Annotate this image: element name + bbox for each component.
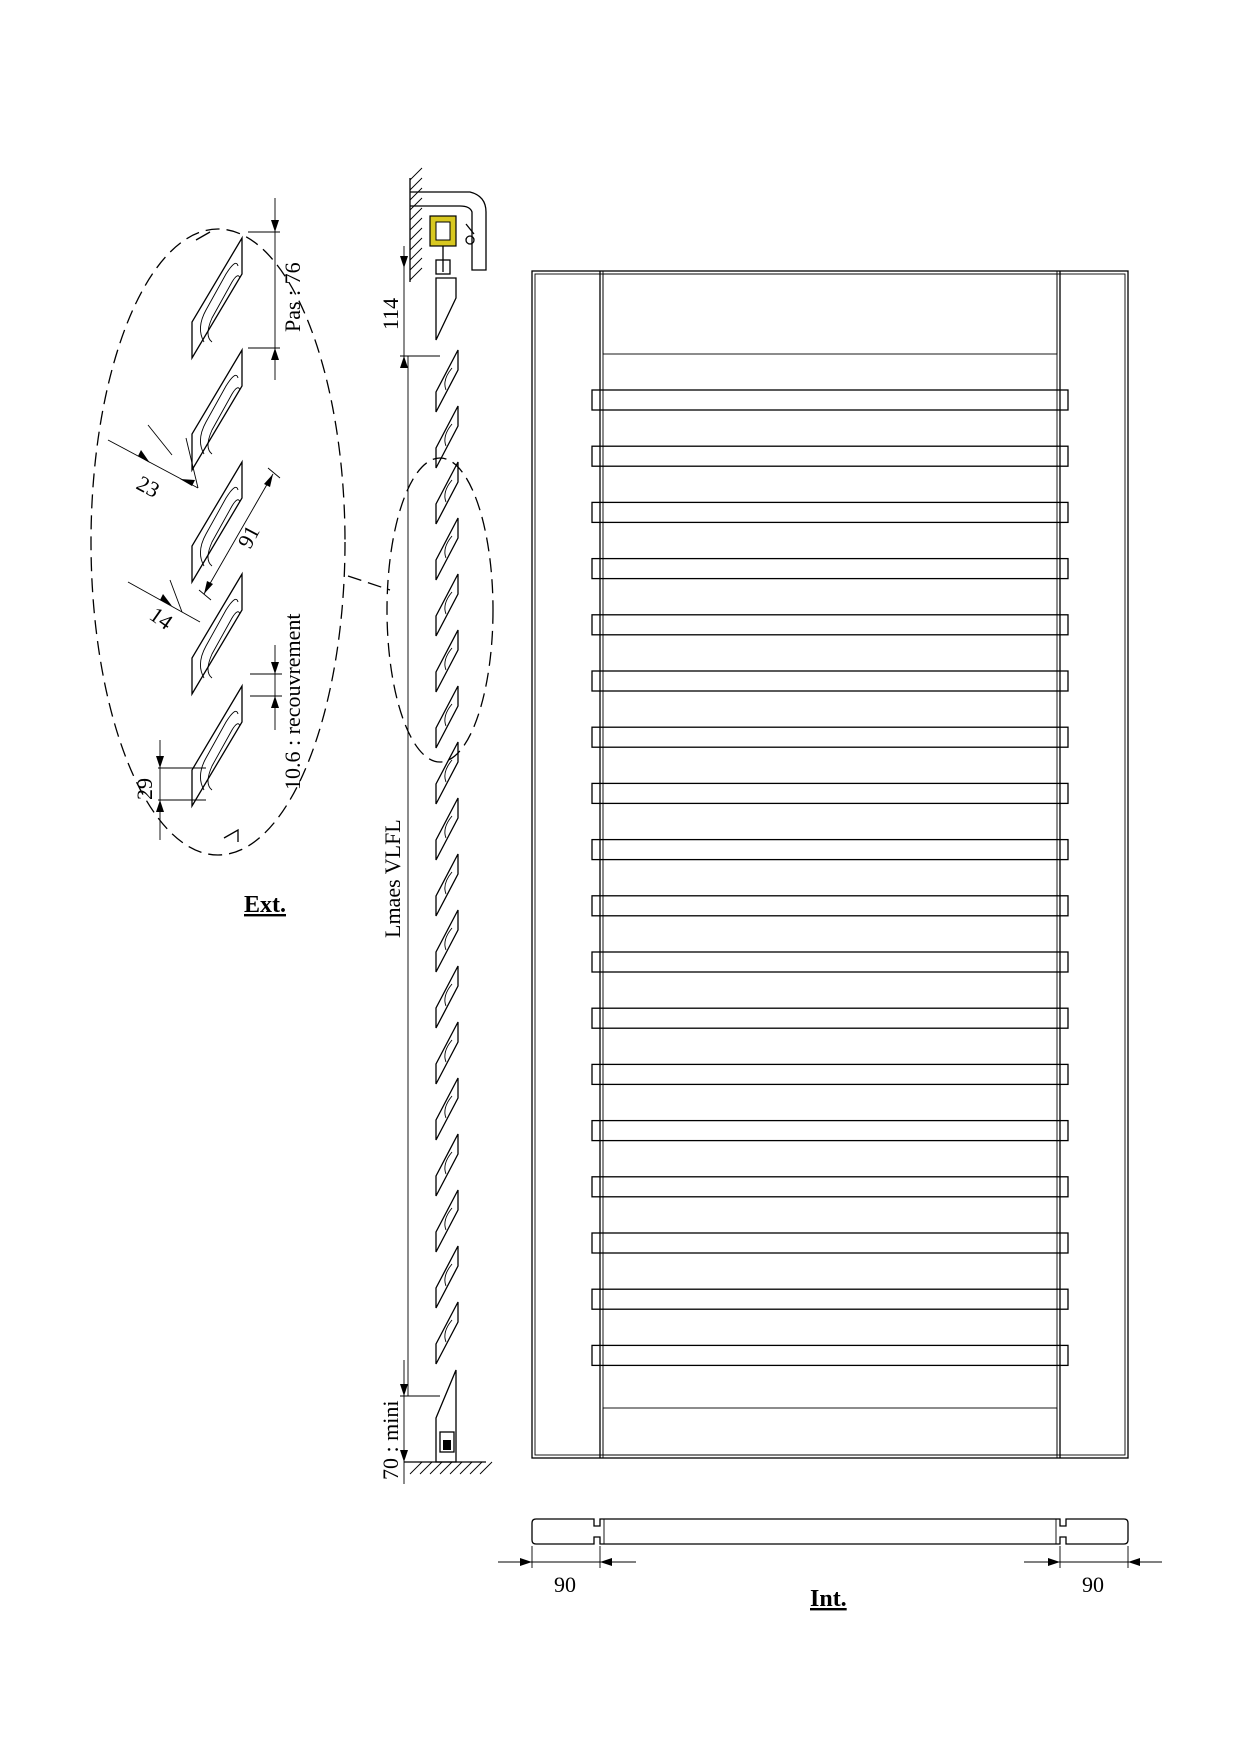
width-label: 91 — [232, 521, 264, 552]
top-height-label: 114 — [378, 298, 403, 330]
front-slat — [591, 1119, 1069, 1142]
section-slat — [435, 909, 459, 973]
floor — [404, 1461, 493, 1475]
front-slats — [591, 389, 1069, 1367]
detail-slats — [191, 231, 243, 842]
front-slat — [591, 726, 1069, 748]
detail-slat — [191, 683, 243, 809]
bottom-offset-label: 29 — [132, 778, 157, 800]
section-slat — [435, 405, 459, 469]
thickness-label: 23 — [133, 470, 164, 502]
section-slat — [435, 965, 459, 1029]
front-slat — [591, 501, 1069, 524]
section-slat — [435, 797, 459, 861]
overlap-dimension: 10.6 : recouvrement — [250, 613, 305, 790]
front-slat — [591, 895, 1069, 917]
inner-frame — [534, 273, 1126, 1456]
outer-frame — [531, 270, 1129, 1459]
section-slat — [435, 853, 459, 917]
length-dimension: Lmaes VLFL — [380, 356, 409, 1396]
detail-ellipse — [90, 228, 346, 856]
top-slat — [435, 277, 457, 341]
top-rail — [602, 273, 1058, 355]
front-slat — [591, 557, 1069, 580]
pitch-dimension: Pas : 76 — [248, 198, 305, 380]
right-stile-label: 90 — [1082, 1572, 1104, 1597]
bottom-rail — [602, 1407, 1058, 1456]
pitch-label: Pas : 76 — [280, 262, 305, 332]
front-slat — [591, 838, 1069, 861]
detail-slat — [191, 571, 243, 697]
right-stile-dimension: 90 — [1024, 1546, 1162, 1597]
section-ellipse — [386, 457, 494, 763]
ext-title: Ext. — [244, 892, 286, 918]
section-slat — [435, 1301, 459, 1365]
bottom-profile — [531, 1518, 1129, 1545]
width-dimension: 91 — [198, 467, 281, 601]
section-slat — [435, 685, 459, 749]
section-slat — [435, 573, 459, 637]
bottom-offset-dimension: 29 — [132, 740, 206, 840]
front-slat — [591, 1288, 1069, 1310]
section-view: 114 Lmaes VLFL 70 : mini — [378, 167, 494, 1484]
left-stile-label: 90 — [554, 1572, 576, 1597]
section-slat — [435, 1021, 459, 1085]
front-slat — [591, 1063, 1069, 1086]
front-slat — [591, 1344, 1069, 1367]
section-slat — [435, 349, 459, 413]
bottom-min-dimension: 70 : mini — [378, 1360, 440, 1484]
front-slat — [591, 445, 1069, 467]
detail-slat — [191, 347, 243, 473]
front-slat — [591, 951, 1069, 973]
section-slats — [435, 349, 459, 1365]
section-slat — [435, 629, 459, 693]
int-title: Int. — [810, 1586, 847, 1612]
gap-dimension: 14 — [127, 579, 201, 635]
section-slat — [435, 1189, 459, 1253]
front-slat — [591, 614, 1069, 636]
thickness-dimension: 23 — [107, 424, 199, 503]
front-slat — [591, 782, 1069, 805]
front-slat — [591, 1232, 1069, 1254]
left-stile-dimension: 90 — [498, 1546, 636, 1597]
overlap-label: 10.6 : recouvrement — [280, 613, 305, 790]
section-slat — [435, 1133, 459, 1197]
detail-slat — [191, 235, 243, 361]
detail-leader — [347, 575, 391, 591]
section-slat — [435, 1077, 459, 1141]
section-slat — [435, 461, 459, 525]
top-height-dimension: 114 — [378, 246, 440, 368]
detail-view: Pas : 76 23 91 14 — [90, 198, 391, 918]
front-slat — [591, 389, 1069, 411]
front-view: 90 90 Int. — [498, 270, 1162, 1612]
section-slat — [435, 1245, 459, 1309]
length-label: Lmaes VLFL — [380, 819, 405, 938]
front-slat — [591, 670, 1069, 692]
bottom-min-label: 70 : mini — [378, 1401, 403, 1480]
section-slat — [435, 741, 459, 805]
section-slat — [435, 517, 459, 581]
front-slat — [591, 1007, 1069, 1029]
front-slat — [591, 1176, 1069, 1198]
detail-slat — [191, 459, 243, 585]
top-wall — [409, 167, 487, 282]
